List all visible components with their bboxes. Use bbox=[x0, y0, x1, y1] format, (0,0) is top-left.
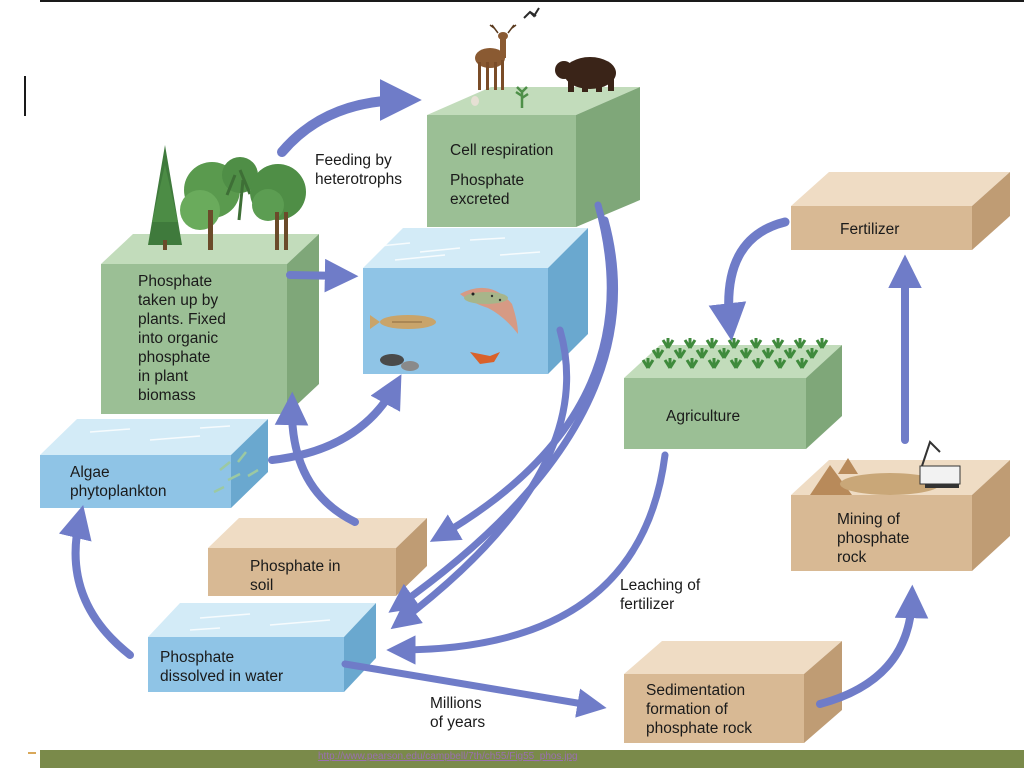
arrow-water-to-dissolved bbox=[390, 326, 571, 630]
label-dissolved: Phosphate dissolved in water bbox=[160, 649, 284, 685]
crop-plant bbox=[651, 348, 665, 359]
arrow-excreted-to-soil bbox=[429, 201, 614, 542]
footer-dash bbox=[28, 752, 36, 754]
algae-box bbox=[40, 419, 268, 508]
arrow-algae-to-water bbox=[268, 374, 402, 464]
dissolved-water-box bbox=[148, 603, 376, 692]
small-plant-illustration bbox=[471, 86, 529, 108]
arrows bbox=[58, 79, 929, 718]
mining-illustration bbox=[810, 440, 961, 495]
fertilizer-box bbox=[791, 172, 1010, 250]
crop-plant bbox=[673, 348, 687, 359]
crop-plant bbox=[783, 348, 797, 359]
crop-plant bbox=[749, 338, 763, 349]
arrow-respiration-to-dissolved bbox=[388, 216, 619, 613]
crop-plant bbox=[717, 348, 731, 359]
cell-respiration-box bbox=[427, 87, 640, 227]
arrow-millions bbox=[341, 660, 607, 718]
crop-plant bbox=[661, 338, 675, 349]
crop-plant bbox=[793, 338, 807, 349]
source-link[interactable]: http://www.pearson.edu/campbell/7th/ch55… bbox=[318, 751, 578, 762]
bear-illustration bbox=[555, 57, 616, 92]
crop-plant bbox=[805, 348, 819, 359]
label-soil: Phosphate in soil bbox=[250, 558, 341, 594]
crop-plant bbox=[729, 358, 743, 369]
crop-plant bbox=[771, 338, 785, 349]
crop-plant bbox=[663, 358, 677, 369]
arrow-dissolved-to-algae bbox=[58, 504, 134, 659]
deer-illustration bbox=[475, 24, 517, 90]
label-mining: Mining of phosphate rock bbox=[837, 511, 910, 566]
arrow-soil-to-plants bbox=[274, 391, 359, 526]
crop-plant bbox=[641, 358, 655, 369]
top-rule bbox=[40, 0, 1024, 2]
crop-plant bbox=[815, 338, 829, 349]
slide-marker bbox=[24, 76, 26, 116]
sedimentation-box bbox=[624, 641, 842, 743]
crop-plant bbox=[795, 358, 809, 369]
rocks-illustration bbox=[380, 354, 419, 371]
label-millions: Millions of years bbox=[430, 695, 486, 731]
footer-bar bbox=[40, 750, 1024, 768]
arrow-plants-to-water bbox=[286, 258, 359, 293]
label-plants: Phosphate taken up by plants. Fixed into… bbox=[138, 273, 226, 404]
arrow-leaching bbox=[386, 451, 669, 665]
arrow-fertilizer-to-agriculture bbox=[708, 217, 790, 342]
label-agriculture: Agriculture bbox=[666, 408, 741, 425]
fish-illustration bbox=[370, 287, 518, 364]
label-cell-respiration: Cell respiration bbox=[450, 142, 554, 159]
crop-plant bbox=[695, 348, 709, 359]
algae-illustration bbox=[213, 451, 259, 494]
trees-illustration bbox=[148, 145, 306, 250]
label-fertilizer: Fertilizer bbox=[840, 221, 900, 238]
crop-plant bbox=[739, 348, 753, 359]
crops-illustration bbox=[641, 338, 829, 369]
crop-plant bbox=[761, 348, 775, 359]
arrow-feeding bbox=[277, 79, 422, 157]
soil-box bbox=[208, 518, 427, 596]
crop-plant bbox=[707, 358, 721, 369]
label-phosphate-excreted: Phosphate excreted bbox=[450, 172, 525, 208]
label-algae: Algae phytoplankton bbox=[70, 464, 167, 500]
label-feeding: Feeding by heterotrophs bbox=[315, 152, 403, 188]
crop-plant bbox=[683, 338, 697, 349]
crop-plant bbox=[773, 358, 787, 369]
arrow-sedimentation-to-mining bbox=[816, 584, 929, 708]
crop-plant bbox=[685, 358, 699, 369]
bird-illustration bbox=[523, 7, 540, 19]
label-leaching: Leaching of fertilizer bbox=[620, 577, 701, 613]
crop-plant bbox=[751, 358, 765, 369]
label-sedimentation: Sedimentation formation of phosphate roc… bbox=[646, 682, 752, 737]
